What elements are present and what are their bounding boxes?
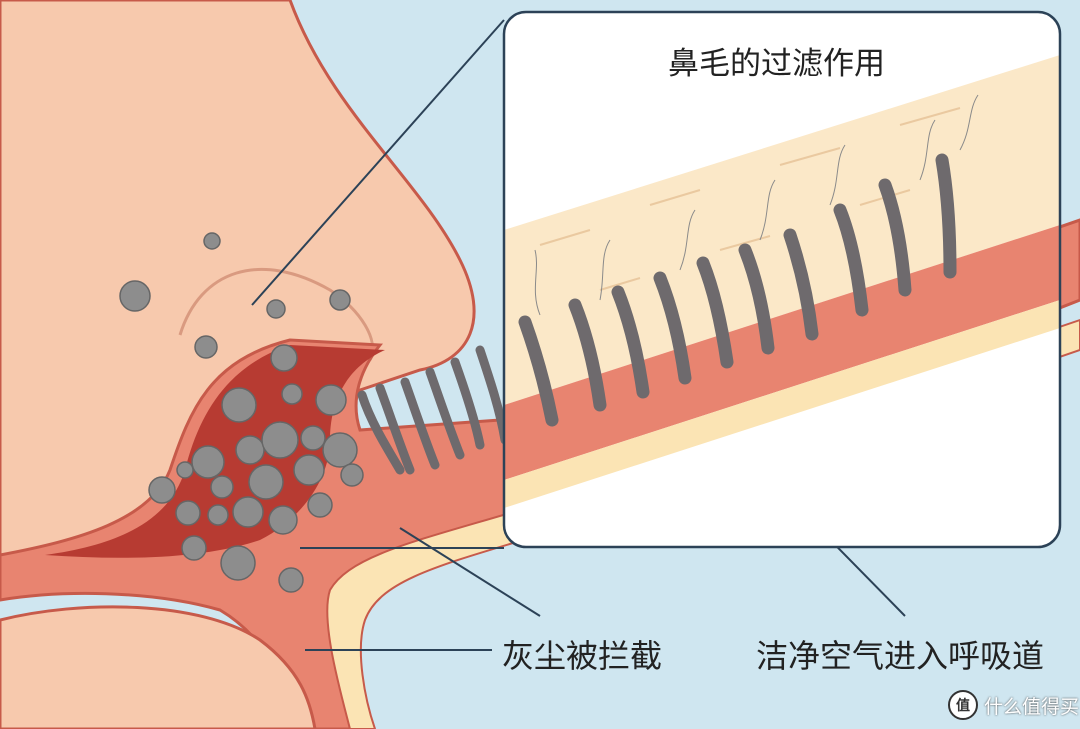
inset-lining: [504, 300, 1060, 508]
inset-tissue: [504, 225, 1060, 480]
dust-blocked-label: 灰尘被拦截: [502, 637, 663, 675]
inset-skin-band: [504, 55, 1060, 405]
watermark: 值 什么值得买: [948, 690, 1079, 720]
lip-skin: [0, 605, 317, 729]
watermark-logo-icon: 值: [948, 690, 978, 720]
inset-magnified-view: [502, 10, 1062, 549]
watermark-text: 什么值得买: [984, 695, 1080, 718]
dust-particles: [119, 232, 364, 593]
nostril-wing: [178, 267, 375, 361]
clean-air-label: 洁净空气进入呼吸道: [756, 637, 1045, 675]
inset-fine-hairs: [534, 94, 979, 316]
nostril-hairs: [357, 345, 510, 475]
inset-hairs: [518, 153, 957, 427]
inset-title: 鼻毛的过滤作用: [668, 46, 885, 82]
